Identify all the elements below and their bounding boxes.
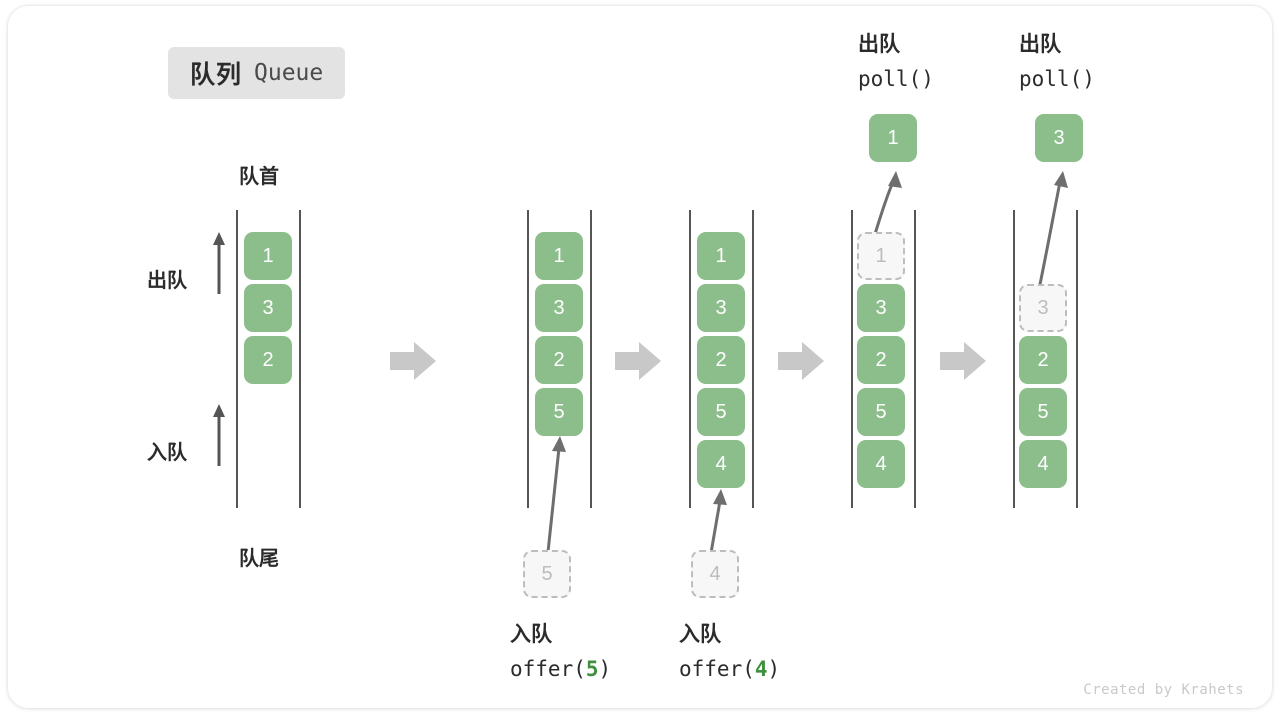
enqueue-arrow-icon: [709, 489, 727, 554]
queue-cell: 2: [857, 336, 905, 384]
queue-cell: 2: [535, 336, 583, 384]
queue-cell: 2: [1019, 336, 1067, 384]
title-chinese: 队列: [190, 61, 243, 89]
caption-offer-4: 入队 offer(4): [679, 618, 780, 686]
queue-cell: 3: [244, 284, 292, 332]
queue-rail-left: [527, 210, 529, 508]
queue-cell: 3: [857, 284, 905, 332]
queue-rail-right: [752, 210, 754, 508]
queue-cell: 5: [857, 388, 905, 436]
queue-rail-right: [1076, 210, 1078, 508]
caption-offer-5: 入队 offer(5): [510, 618, 611, 686]
queue-rail-right: [590, 210, 592, 508]
header-chinese: 出队: [1019, 33, 1061, 56]
queue-cell: 1: [244, 232, 292, 280]
header-poll-1: 出队 poll(): [858, 28, 934, 96]
title-english: Queue: [254, 60, 324, 86]
polled-cell: 3: [1035, 114, 1083, 162]
footer-credit: Created by Krahets: [1083, 682, 1244, 698]
caption-code: offer(5): [510, 657, 612, 681]
step-right-arrow-icon: [940, 342, 986, 380]
queue-cell-new: 5: [535, 388, 583, 436]
header-chinese: 出队: [858, 33, 900, 56]
queue-cell: 3: [697, 284, 745, 332]
queue-rail-right: [299, 210, 301, 508]
queue-cell-new: 4: [697, 440, 745, 488]
queue-cell: 1: [697, 232, 745, 280]
tail-label: 队尾: [239, 548, 279, 570]
dequeue-direction-up-arrow-icon: [213, 232, 225, 294]
queue-cell: 2: [697, 336, 745, 384]
header-code: poll(): [858, 67, 934, 91]
caption-chinese: 入队: [679, 623, 721, 646]
dequeue-arrow-icon: [1036, 171, 1068, 295]
queue-rail-left: [1013, 210, 1015, 508]
queue-cell: 3: [535, 284, 583, 332]
caption-chinese: 入队: [510, 623, 552, 646]
queue-cell: 5: [697, 388, 745, 436]
queue-cell-removed: 1: [857, 232, 905, 280]
header-code: poll(): [1019, 67, 1095, 91]
dequeue-label: 出队: [147, 270, 187, 292]
queue-rail-left: [851, 210, 853, 508]
header-poll-3: 出队 poll(): [1019, 28, 1095, 96]
queue-rail-right: [914, 210, 916, 508]
queue-cell: 1: [535, 232, 583, 280]
queue-cell-removed: 3: [1019, 284, 1067, 332]
title-badge: 队列 Queue: [168, 47, 346, 99]
enqueue-arrow-icon: [546, 436, 566, 553]
queue-rail-left: [689, 210, 691, 508]
incoming-ghost-cell: 5: [523, 550, 571, 598]
queue-cell: 5: [1019, 388, 1067, 436]
enqueue-label: 入队: [147, 442, 187, 464]
head-label: 队首: [239, 166, 279, 188]
queue-cell: 4: [857, 440, 905, 488]
incoming-ghost-cell: 4: [691, 550, 739, 598]
step-right-arrow-icon: [390, 342, 436, 380]
step-right-arrow-icon: [778, 342, 824, 380]
polled-cell: 1: [869, 114, 917, 162]
caption-code: offer(4): [679, 657, 781, 681]
enqueue-direction-up-arrow-icon: [213, 404, 225, 466]
step-right-arrow-icon: [615, 342, 661, 380]
queue-rail-left: [236, 210, 238, 508]
queue-cell: 2: [244, 336, 292, 384]
queue-cell: 4: [1019, 440, 1067, 488]
